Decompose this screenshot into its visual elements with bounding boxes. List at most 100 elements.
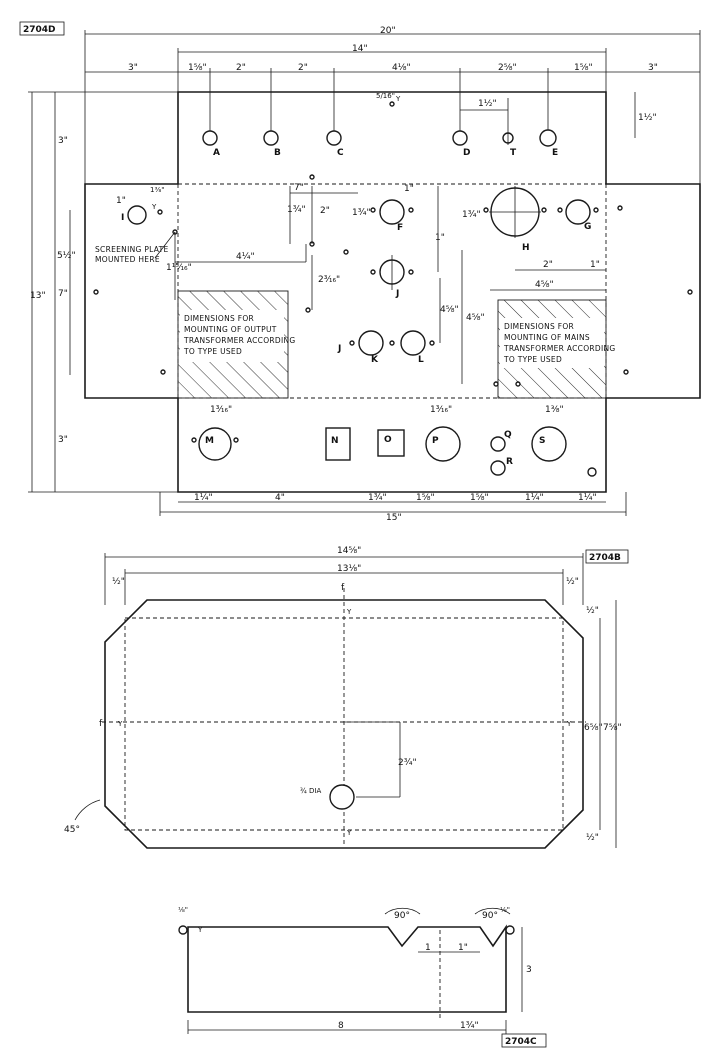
hole-i (127, 205, 147, 225)
dim-mid-w2: 13⅛" (337, 564, 361, 574)
label-m: M (205, 436, 214, 446)
dim-off: 2¾" (398, 758, 417, 768)
label-n: N (331, 436, 339, 446)
dim-b6: 1¼" (578, 493, 597, 503)
dim-e: 1½" (638, 113, 657, 123)
dim-h4b: 4⅝" (535, 280, 554, 290)
note-output-3: TRANSFORMER ACCORDING (183, 336, 296, 345)
reference-box-2704c: 2704C (501, 1033, 547, 1048)
dim-f: 1¾" (352, 208, 371, 218)
dim-m: 1³⁄₁₆" (210, 405, 232, 415)
note-mains-4: TO TYPE USED (503, 355, 562, 364)
output-transformer-area: DIMENSIONS FOR MOUNTING OF OUTPUT TRANSF… (177, 290, 296, 399)
dim-h2: 2" (543, 260, 553, 270)
y-mark-i: Y (151, 203, 157, 211)
hole-c (326, 130, 342, 146)
dim-c4q: 4¼" (236, 252, 255, 262)
dim-f-1: 1" (404, 184, 414, 194)
label-e: E (552, 148, 558, 158)
reference-middle: 2704B (589, 553, 621, 563)
dim-b3: 1⅝" (416, 493, 435, 503)
hole-f (379, 199, 405, 225)
dim-a2: 90° (482, 911, 498, 921)
dim-b0: 1¼" (194, 493, 213, 503)
hole-p (425, 426, 461, 462)
hole-r (490, 460, 506, 476)
dim-b2: 1¾" (368, 493, 387, 503)
label-o: O (384, 435, 392, 445)
hole-g (565, 199, 591, 225)
label-f-left: f (99, 719, 103, 729)
screening-plate-note: SCREENING PLATE MOUNTED HERE (95, 231, 176, 264)
dim-l1: 1¹⁵⁄₁₆" (166, 263, 192, 273)
dim-mid-l: ½" (112, 577, 125, 587)
label-p: P (432, 436, 439, 446)
reference-box-2704b: 2704B (585, 549, 629, 564)
dim-hv: 1" (435, 233, 445, 243)
dim-mid-h1: 6⅝" (584, 723, 603, 733)
note-mains-2: MOUNTING OF MAINS (504, 333, 590, 342)
dim-p: 1³⁄₁₆" (430, 405, 452, 415)
label-b: B (274, 148, 281, 158)
dim-top-small: 5/16" (376, 92, 395, 100)
dim-side-h: 3 (526, 965, 532, 975)
dim-i-small: 1⅜" (150, 186, 164, 194)
dim-20: 20" (380, 26, 396, 36)
hole-l (400, 330, 426, 356)
dim-left-3b: 3" (58, 435, 68, 445)
label-a: A (213, 148, 220, 158)
dim-row-0: 3" (128, 63, 138, 73)
note-output-2: MOUNTING OF OUTPUT (184, 325, 277, 334)
top-flange-holes: A B C D T E 1½" 1½" Y 5/16" (202, 92, 657, 158)
dim-5half: 5½" (57, 251, 76, 261)
dim-b4: 1⅝" (470, 493, 489, 503)
y-mid-right: Y (566, 720, 572, 728)
dim-row-4: 4⅛" (392, 63, 411, 73)
label-c: C (337, 148, 344, 158)
dim-dia: ¾ DIA (300, 787, 321, 795)
label-s: S (539, 436, 545, 446)
top-left-dimensions: 13" 3" 7" 3" 5½" (28, 91, 178, 493)
hole-b (263, 130, 279, 146)
top-overall-dimensions: 20" 14" 3" 1⅝" 2" 2" 4⅛" 2⅝" 1⅝" 3" (84, 26, 701, 185)
panel-holes: I Y 1" 1⅜" F 1¾" 1" H 1¾" G J K (93, 174, 693, 387)
label-t: T (510, 148, 517, 158)
label-r: R (506, 457, 513, 467)
dim-h4: 4⅝" (466, 313, 485, 323)
base-plate-outline (104, 599, 584, 849)
label-k: K (371, 355, 379, 365)
dim-side-w2: 1¾" (460, 1021, 479, 1031)
dim-h1: 1" (590, 260, 600, 270)
base-centre-hole (329, 784, 355, 810)
reference-bottom: 2704C (505, 1037, 537, 1047)
dim-s: 1⅜" (545, 405, 564, 415)
dim-l2: 2³⁄₁₆" (318, 275, 340, 285)
dim-mid-t: ½" (586, 606, 599, 616)
dim-45: 45° (64, 825, 80, 835)
dim-mid-h2: 7⅝" (603, 723, 622, 733)
label-g: G (584, 222, 591, 232)
middle-dimensions: 14⅝" 13⅛" ½" ½" 6⅝" 7⅝" ½" ½" (104, 546, 622, 848)
dim-c7: 7" (294, 183, 304, 193)
note-mains-3: TRANSFORMER ACCORDING (503, 344, 616, 353)
bottom-flange-holes: M N O P Q R S 1³⁄₁₆" 1³⁄₁₆" 1⅜" (191, 405, 597, 477)
dim-b1: 4" (275, 493, 285, 503)
hole-e (539, 129, 557, 147)
note-output-1: DIMENSIONS FOR (184, 314, 254, 323)
dim-row-6: 1⅝" (574, 63, 593, 73)
dim-d1: 1 (425, 943, 431, 953)
dim-13: 13" (30, 291, 46, 301)
hole-n (325, 427, 351, 461)
label-j: J (395, 289, 399, 299)
y-mid-bottom: Y (346, 829, 352, 837)
dim-mid-r: ½" (566, 577, 579, 587)
label-d: D (463, 148, 470, 158)
dim-c2: 2" (320, 206, 330, 216)
hole-a (202, 130, 218, 146)
dim-left-3a: 3" (58, 136, 68, 146)
dim-d2: 1" (458, 943, 468, 953)
hole-o (377, 429, 405, 457)
dim-s2: ⅛" (500, 906, 510, 914)
